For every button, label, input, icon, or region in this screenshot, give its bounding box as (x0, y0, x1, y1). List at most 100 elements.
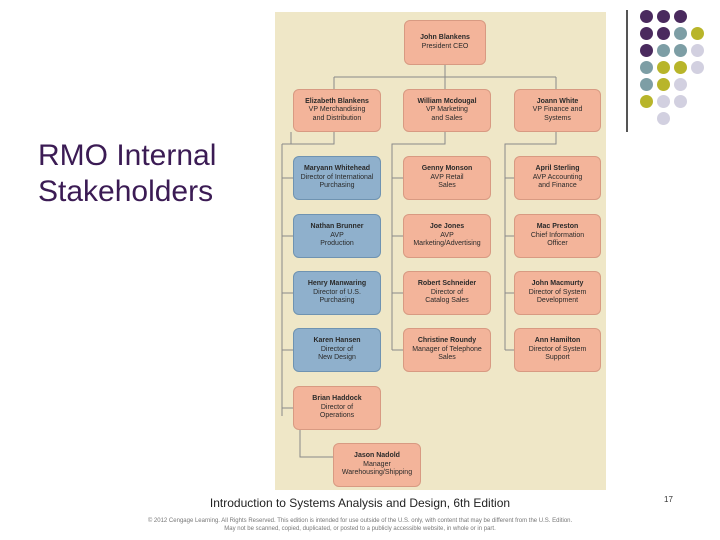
decorative-dot (640, 95, 653, 108)
org-box-preston: Mac Preston Chief Information Officer (514, 214, 601, 258)
org-box-role: Production (320, 240, 354, 248)
org-box-name: William Mcdougal (417, 97, 477, 105)
decorative-dot (640, 10, 653, 23)
decorative-dot (674, 10, 687, 23)
decorative-dot (674, 44, 687, 57)
org-box-role: AVP (330, 231, 344, 239)
org-box-vp-finance: Joann White VP Finance and Systems (514, 89, 601, 132)
org-box-role: Director of System (528, 288, 587, 296)
org-box-role: Support (545, 354, 570, 362)
org-box-role: Director of System (528, 345, 587, 353)
org-box-hamilton: Ann Hamilton Director of System Support (514, 328, 601, 372)
org-box-role: Director of (320, 403, 354, 411)
org-box-name: John Blankens (420, 34, 470, 41)
org-box-role: Purchasing (319, 297, 355, 305)
org-box-role: Marketing/Advertising (413, 240, 481, 248)
decorative-dot (657, 44, 670, 57)
org-box-whitehead: Maryann Whitehead Director of Internatio… (293, 156, 381, 200)
org-box-monson: Genny Monson AVP Retail Sales (403, 156, 491, 200)
org-box-role: President CEO (421, 42, 469, 50)
copyright-notice: © 2012 Cengage Learning. All Rights Rese… (60, 517, 660, 533)
org-box-sterling: April Sterling AVP Accounting and Financ… (514, 156, 601, 200)
org-box-name: Christine Roundy (417, 337, 477, 345)
org-box-name: Maryann Whitehead (303, 165, 371, 173)
org-box-roundy: Christine Roundy Manager of Telephone Sa… (403, 328, 491, 372)
org-box-role: AVP Accounting (532, 173, 583, 181)
org-box-hansen: Karen Hansen Director of New Design (293, 328, 381, 372)
org-box-role: Director of (430, 288, 464, 296)
org-box-name: Elizabeth Blankens (305, 97, 369, 105)
org-box-role: Chief Information (530, 231, 585, 239)
decorative-dot (657, 112, 670, 125)
org-box-name: Joe Jones (429, 223, 465, 231)
copyright-line-1: © 2012 Cengage Learning. All Rights Rese… (147, 518, 573, 524)
org-box-role: AVP (440, 231, 454, 239)
org-box-role: Manager (363, 460, 391, 468)
org-box-role: VP Finance and (532, 106, 583, 114)
footer-book-title: Introduction to Systems Analysis and Des… (0, 496, 720, 510)
decorative-dot (674, 61, 687, 74)
decorative-dot (691, 27, 704, 40)
copyright-line-2: May not be scanned, copied, duplicated, … (224, 526, 496, 532)
decorative-dot (674, 78, 687, 91)
decorative-dot (657, 10, 670, 23)
slide-title: RMO Internal Stakeholders (38, 138, 216, 210)
org-box-name: Karen Hansen (313, 337, 361, 345)
org-box-role: New Design (318, 354, 356, 362)
org-box-schneider: Robert Schneider Director of Catalog Sal… (403, 271, 491, 315)
decorative-divider (626, 10, 628, 132)
org-box-macmurty: John Macmurty Director of System Develop… (514, 271, 601, 315)
org-box-role: Officer (547, 240, 568, 248)
org-box-role: Director of U.S. (313, 288, 361, 296)
org-box-role: Sales (438, 182, 456, 190)
decorative-dot (691, 44, 704, 57)
org-box-brunner: Nathan Brunner AVP Production (293, 214, 381, 258)
org-box-role: and Distribution (312, 114, 362, 122)
org-box-vp-merchandising: Elizabeth Blankens VP Merchandising and … (293, 89, 381, 132)
org-box-name: Nathan Brunner (310, 223, 364, 231)
org-box-role: Director of (320, 345, 354, 353)
org-box-role: Manager of Telephone (412, 345, 482, 353)
decorative-dot (640, 27, 653, 40)
org-box-role: Warehousing/Shipping (341, 469, 413, 477)
title-line-2: Stakeholders (38, 175, 214, 208)
org-box-role: and Finance (538, 182, 577, 190)
page-number: 17 (664, 495, 673, 504)
org-box-role: AVP Retail (430, 173, 464, 181)
org-box-role: Director of International (300, 173, 374, 181)
org-box-role: Purchasing (319, 182, 355, 190)
org-box-role: Sales (438, 354, 456, 362)
decorative-dot (640, 78, 653, 91)
decorative-dot (657, 95, 670, 108)
decorative-dot (657, 78, 670, 91)
org-box-name: Joann White (536, 97, 579, 105)
org-box-name: Genny Monson (421, 165, 473, 173)
title-line-1: RMO Internal (38, 139, 217, 172)
org-box-role: VP Merchandising (308, 106, 366, 114)
org-box-role: Catalog Sales (425, 297, 469, 305)
org-box-role: Operations (319, 412, 355, 420)
org-box-name: April Sterling (535, 165, 580, 173)
org-box-name: Brian Haddock (312, 395, 362, 403)
org-box-name: Robert Schneider (417, 280, 477, 288)
decorative-dot (691, 61, 704, 74)
org-box-vp-marketing: William Mcdougal VP Marketing and Sales (403, 89, 491, 132)
org-box-role: Development (536, 297, 579, 305)
decorative-dot (640, 44, 653, 57)
org-box-ceo: John Blankens President CEO (404, 20, 486, 65)
org-box-name: Ann Hamilton (534, 337, 581, 345)
decorative-dot (657, 61, 670, 74)
decorative-dot (674, 95, 687, 108)
org-box-jones: Joe Jones AVP Marketing/Advertising (403, 214, 491, 258)
org-box-name: John Macmurty (531, 280, 584, 288)
decorative-dot (640, 61, 653, 74)
decorative-dot (657, 27, 670, 40)
org-box-nadold: Jason Nadold Manager Warehousing/Shippin… (333, 443, 421, 487)
org-box-haddock: Brian Haddock Director of Operations (293, 386, 381, 430)
org-box-name: Jason Nadold (354, 452, 400, 460)
org-box-role: VP Marketing (426, 106, 468, 114)
org-box-role: and Sales (431, 114, 463, 122)
org-box-role: Systems (544, 114, 571, 122)
org-box-manwaring: Henry Manwaring Director of U.S. Purchas… (293, 271, 381, 315)
